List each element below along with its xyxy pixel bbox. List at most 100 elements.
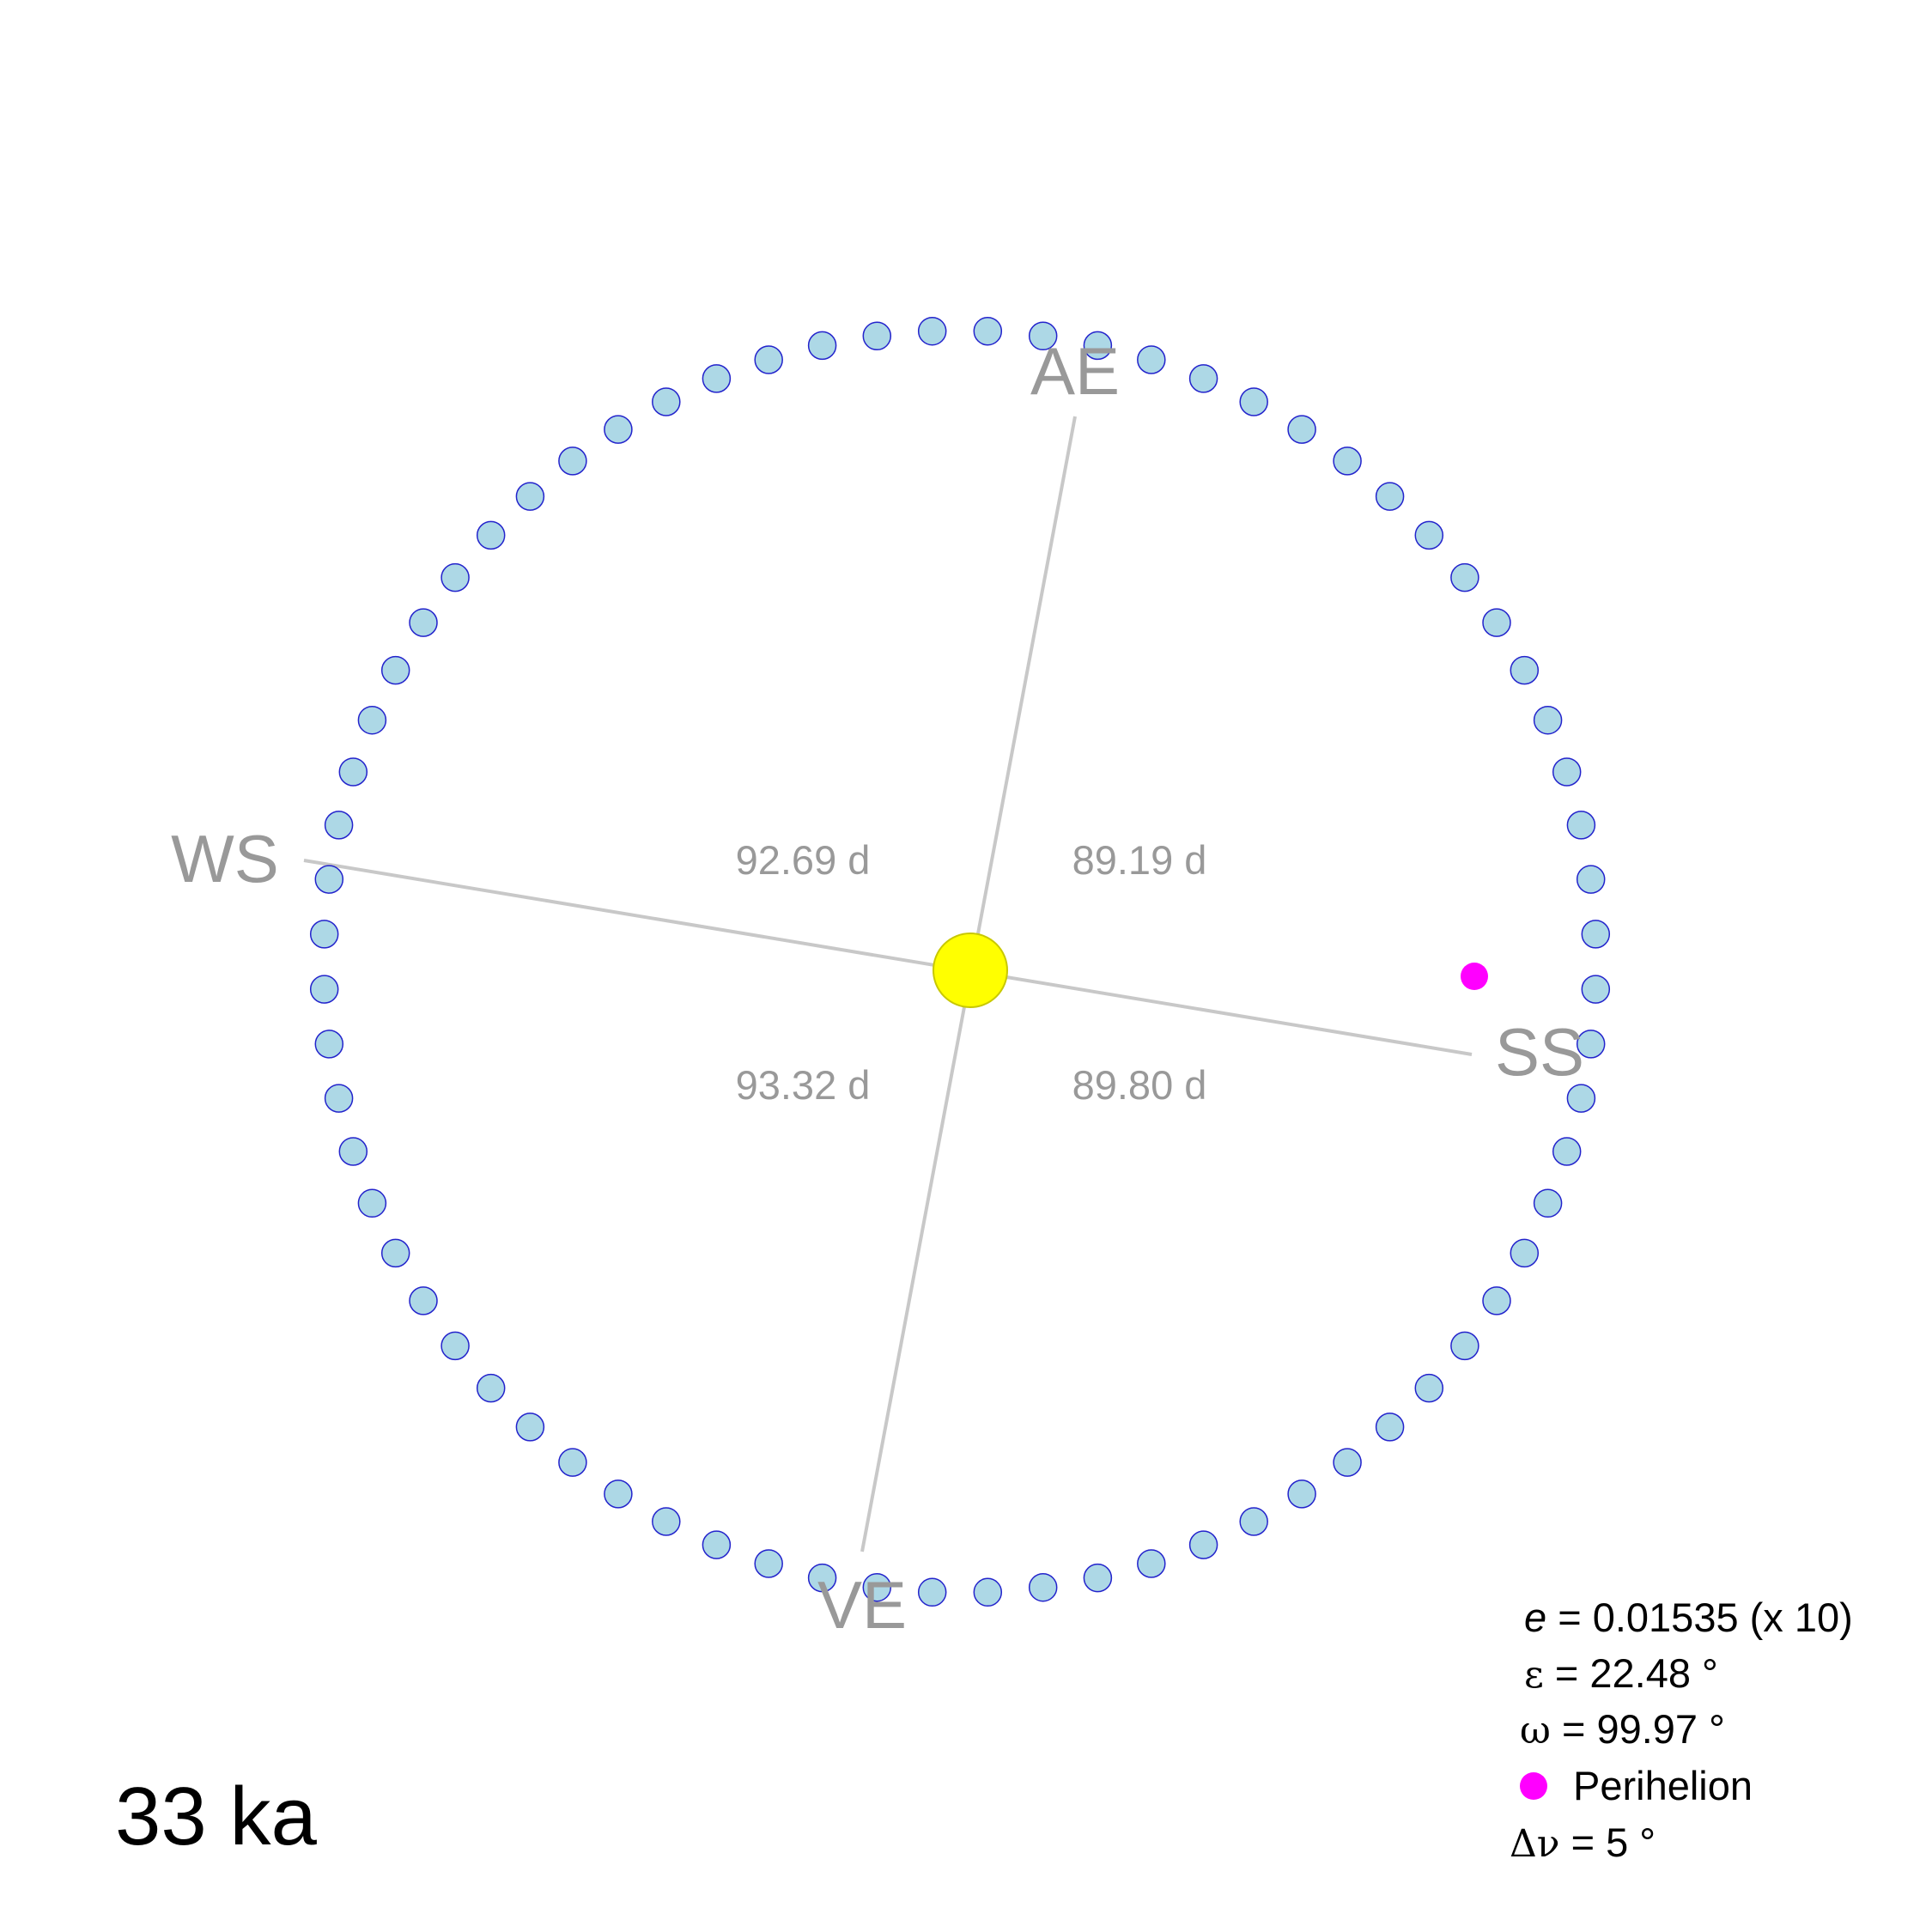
orbit-point <box>338 1137 368 1166</box>
orbit-point <box>1581 975 1611 1004</box>
orbit-point <box>652 387 681 416</box>
orbit-point <box>357 1188 387 1218</box>
orbit-point <box>1552 1137 1582 1166</box>
orbit-point <box>357 705 387 735</box>
age-label: 33 ka <box>115 1771 317 1862</box>
eccentricity-symbol: e <box>1524 1595 1546 1640</box>
orbit-point <box>409 1286 438 1315</box>
orbit-point <box>754 345 783 374</box>
ae-label: AE <box>1030 333 1120 409</box>
orbit-point <box>807 331 837 361</box>
orbit-point <box>604 1479 633 1509</box>
orbit-point <box>1137 345 1166 374</box>
orbit-point <box>558 447 587 476</box>
ws-label: WS <box>171 821 279 896</box>
orbit-point <box>1239 1507 1268 1536</box>
orbit-point <box>380 655 410 685</box>
orbit-point <box>1188 364 1218 393</box>
orbit-point <box>1028 1572 1058 1602</box>
omega-symbol: ω <box>1520 1709 1551 1753</box>
orbit-point <box>1450 562 1479 592</box>
orbit-point <box>476 1373 506 1403</box>
orbit-point <box>1482 1286 1511 1315</box>
duration-bottom-left: 93.32 d <box>736 1062 871 1108</box>
perihelion-longitude-value: = 99.97 ° <box>1551 1706 1725 1752</box>
orbit-point <box>1510 1238 1540 1268</box>
orbit-point <box>1188 1530 1218 1559</box>
orbit-point <box>973 1577 1003 1607</box>
ve-label: VE <box>817 1567 907 1643</box>
parameter-legend: e = 0.01535 (x 10) ε = 22.48 ° ω = 99.97… <box>1510 1595 1853 1866</box>
orbit-point <box>917 316 947 346</box>
orbit-point <box>1083 1563 1113 1593</box>
orbit-point <box>1533 1188 1563 1218</box>
eccentricity-value: = 0.01535 (x 10) <box>1546 1595 1853 1640</box>
orbit-point <box>1137 1549 1166 1578</box>
orbit-point <box>1287 1479 1316 1509</box>
orbit-point <box>1414 1373 1444 1403</box>
orbit-point <box>973 316 1003 346</box>
orbit-point <box>314 865 344 894</box>
epsilon-symbol: ε <box>1524 1653 1544 1697</box>
orbit-point <box>862 1572 892 1602</box>
orbit-point <box>324 811 354 840</box>
eccentricity-line: e = 0.01535 (x 10) <box>1524 1595 1853 1640</box>
orbit-point <box>324 1084 354 1113</box>
orbit-point <box>515 482 545 511</box>
orbit-point <box>1414 520 1444 550</box>
perihelion-marker <box>1461 963 1488 990</box>
orbit-point <box>1450 1331 1479 1361</box>
orbit-point <box>440 1331 470 1361</box>
orbit-point <box>440 562 470 592</box>
orbit-point <box>652 1507 681 1536</box>
ws-ss-axis-line <box>303 859 1473 1056</box>
perihelion-longitude-line: ω = 99.97 ° <box>1520 1706 1725 1753</box>
orbit-point <box>1239 387 1268 416</box>
orbit-point <box>807 1563 837 1593</box>
orbit-point <box>409 608 438 637</box>
duration-top-left: 92.69 d <box>736 837 871 883</box>
orbit-point <box>1533 705 1563 735</box>
orbit-point <box>1566 1084 1596 1113</box>
perihelion-legend-icon <box>1520 1772 1547 1800</box>
orbit-point <box>1510 655 1540 685</box>
orbit-point <box>1375 482 1405 511</box>
duration-top-right: 89.19 d <box>1072 837 1207 883</box>
orbit-point <box>558 1448 587 1477</box>
delta-nu-value: = 5 ° <box>1560 1820 1656 1865</box>
duration-bottom-right: 89.80 d <box>1072 1062 1207 1108</box>
orbit-point <box>309 920 339 949</box>
obliquity-value: = 22.48 ° <box>1544 1650 1718 1696</box>
orbit-point <box>1552 757 1582 787</box>
ss-label: SS <box>1495 1014 1584 1090</box>
orbit-point <box>917 1577 947 1607</box>
orbit-point <box>1333 1448 1362 1477</box>
delta-nu-line: Δν = 5 ° <box>1510 1820 1656 1866</box>
orbit-points <box>309 316 1611 1607</box>
orbit-point <box>476 520 506 550</box>
orbit-point <box>1482 608 1511 637</box>
orbit-point <box>380 1238 410 1268</box>
sun-marker <box>933 933 1008 1008</box>
orbit-point <box>1287 415 1316 444</box>
orbit-point <box>314 1030 344 1059</box>
orbit-point <box>1028 321 1058 351</box>
orbit-point <box>1576 865 1606 894</box>
obliquity-line: ε = 22.48 ° <box>1524 1650 1718 1697</box>
orbit-point <box>1083 331 1113 361</box>
orbit-point <box>862 321 892 351</box>
orbit-point <box>1333 447 1362 476</box>
orbit-point <box>338 757 368 787</box>
orbit-point <box>1581 920 1611 949</box>
orbit-point <box>754 1549 783 1578</box>
orbit-point <box>1566 811 1596 840</box>
orbit-point <box>702 364 732 393</box>
orbit-point <box>309 975 339 1004</box>
orbit-point <box>1375 1413 1405 1442</box>
perihelion-legend-label: Perihelion <box>1573 1763 1753 1808</box>
delta-nu-symbol: Δν <box>1510 1822 1560 1866</box>
orbit-point <box>702 1530 732 1559</box>
orbit-point <box>515 1413 545 1442</box>
orbit-point <box>604 415 633 444</box>
